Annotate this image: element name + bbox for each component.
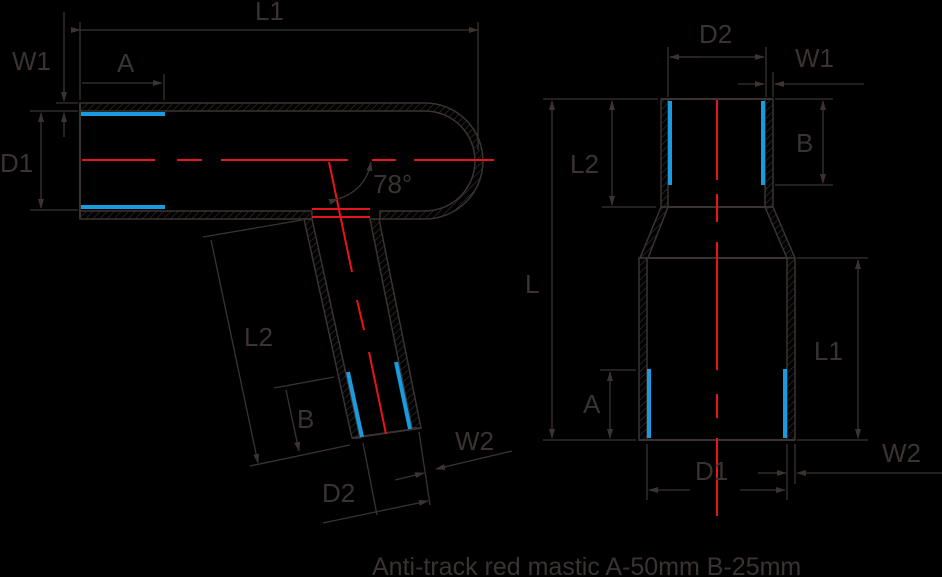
- dim-label-L1: L1: [814, 336, 843, 366]
- dim-label-A: A: [583, 389, 601, 419]
- dim-label-L2: L2: [244, 322, 273, 352]
- dim-label-B: B: [796, 128, 813, 158]
- main-tube-bottom-wall: [79, 210, 313, 220]
- left-view: L1 A W1 D1 78° L2 B D2 W2: [0, 0, 513, 524]
- dim-label-W1: W1: [795, 43, 834, 73]
- branch-wall-left: [303, 218, 361, 439]
- dim-label-W2: W2: [455, 426, 494, 456]
- dim-label-L2: L2: [570, 149, 599, 179]
- dim-label-D1: D1: [695, 456, 728, 486]
- dim-label-L: L: [525, 269, 539, 299]
- dim-label-A: A: [117, 48, 135, 78]
- mastic-strip: [346, 371, 364, 438]
- branch-centerline: [328, 161, 387, 435]
- main-tube-wall: [79, 102, 484, 220]
- caption: Anti-track red mastic A-50mm B-25mm: [372, 553, 801, 577]
- dim-label-D2: D2: [322, 478, 355, 508]
- dim-label-D1: D1: [0, 148, 33, 178]
- dim-label-B: B: [297, 404, 314, 434]
- dim-label-W2: W2: [882, 438, 921, 468]
- dim-label-D2: D2: [699, 19, 732, 49]
- right-view: D2 W1 L L2 B L1 A: [525, 19, 942, 516]
- dim-label-L1: L1: [255, 0, 284, 26]
- angle-label: 78°: [373, 169, 412, 199]
- dim-label-W1: W1: [12, 46, 51, 76]
- mastic-strip: [394, 361, 412, 430]
